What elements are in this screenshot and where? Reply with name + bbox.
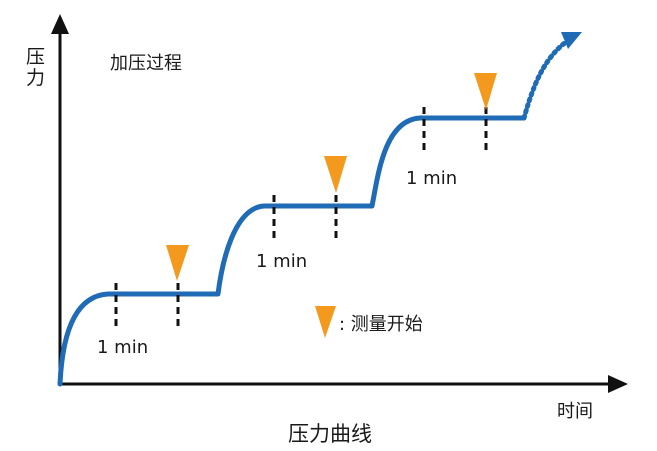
x-axis-arrowhead-icon [608, 375, 628, 393]
legend-triangle-icon [315, 306, 336, 338]
x-axis-label: 时间 [557, 401, 593, 422]
legend: : 测量开始 [315, 306, 423, 338]
step-label-3: 1 min [406, 168, 457, 189]
diagram-caption: 压力曲线 [288, 422, 372, 446]
dotted-arrow-path [521, 39, 569, 121]
dotted-arrow-head-icon [561, 32, 582, 49]
diagram-title: 加压过程 [110, 53, 182, 74]
measurement-start-triangle-icon [474, 73, 497, 110]
y-axis-arrowhead-icon [51, 14, 69, 34]
measurement-start-triangle-icon [324, 156, 347, 193]
step-label-2: 1 min [256, 251, 307, 272]
y-axis-label-top: 压 [26, 46, 45, 68]
interval-markers [114, 107, 488, 328]
axes [51, 14, 628, 393]
step-label-1: 1 min [97, 337, 148, 358]
continuation-arrow [521, 32, 582, 121]
pressure-curve [57, 115, 527, 387]
measurement-start-triangle-icon [166, 245, 189, 281]
y-axis-label-bottom: 力 [26, 67, 45, 89]
measurement-markers [166, 73, 497, 281]
legend-text: : 测量开始 [339, 314, 423, 335]
